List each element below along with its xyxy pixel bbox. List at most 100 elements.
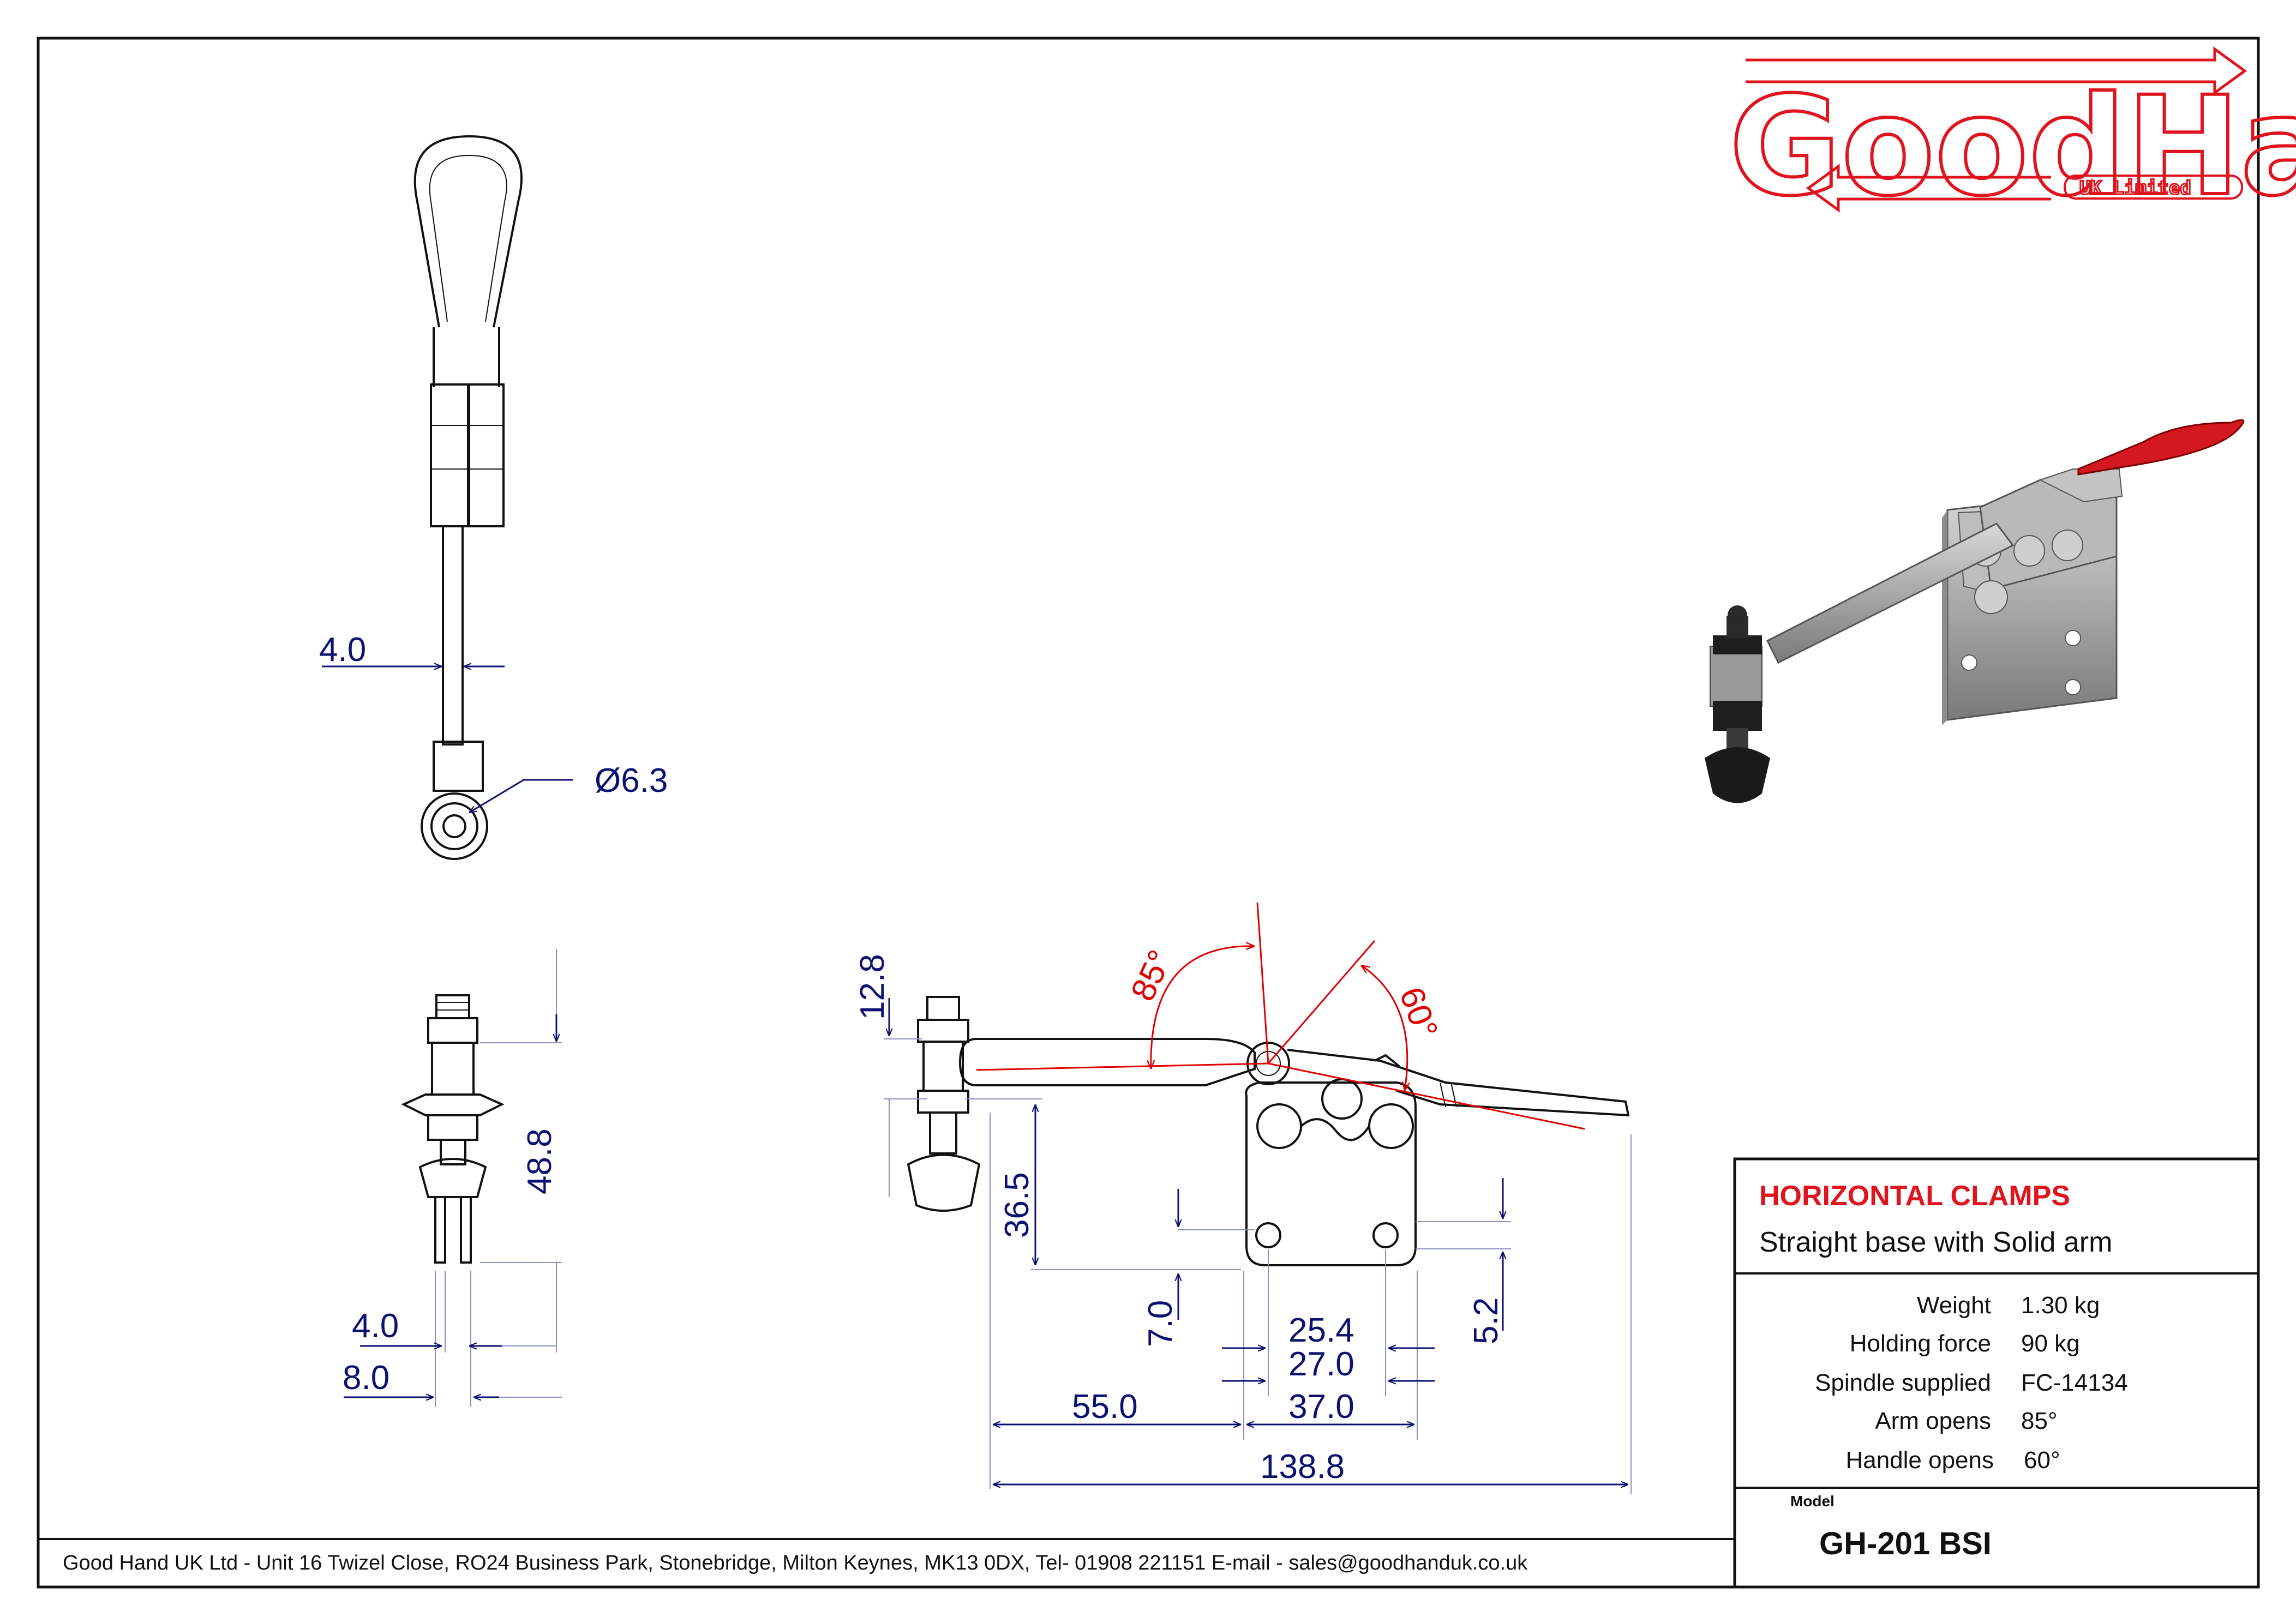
title-block-frame	[1733, 1157, 2260, 1589]
dim-base-width: 37.0	[1288, 1388, 1354, 1426]
side-elevation: 85° 60° 12.8 36.5 7.0 5.2	[854, 902, 1632, 1494]
render-bottom-nut	[1713, 701, 1762, 731]
elev-spindle-body	[922, 1041, 964, 1092]
spindle-leg-right	[460, 1196, 472, 1264]
render-red-handle	[2077, 419, 2245, 476]
elev-spindle-rod	[929, 1111, 957, 1155]
angle-handle-baseline	[1268, 1062, 1585, 1130]
elev-nut-bottom	[917, 1090, 969, 1114]
front-arm	[442, 525, 464, 746]
elev-mount-hole-left	[1255, 1222, 1281, 1248]
spindle-side-view: 48.8 4.0 8.0	[343, 949, 562, 1407]
dim-spindle-height: 12.8	[854, 954, 891, 1020]
title-description: Straight base with Solid arm	[1759, 1227, 2112, 1258]
spec-label-spindle: Spindle supplied	[1815, 1369, 1991, 1396]
spec-label-holding-force: Holding force	[1850, 1330, 1991, 1357]
render-handle-link	[2039, 468, 2123, 503]
elev-pivot-link	[1321, 1078, 1363, 1120]
render-top-nut	[1713, 635, 1762, 654]
render-rubber-tip	[1705, 747, 1770, 803]
elev-base-plate	[1245, 1081, 1417, 1266]
render-arm	[1766, 522, 2015, 664]
spec-label-handle-opens: Handle opens	[1845, 1447, 1994, 1474]
render-pivot-2	[2013, 535, 2045, 567]
front-arm-fork	[433, 741, 484, 792]
spec-value-arm-opens: 85°	[2021, 1408, 2058, 1434]
title-category: HORIZONTAL CLAMPS	[1759, 1180, 2070, 1212]
elev-pivot-base-right	[1368, 1103, 1414, 1149]
spindle-leg-left	[434, 1196, 446, 1264]
dim-hole-offset: 5.2	[1467, 1297, 1505, 1344]
render-body	[1979, 479, 2118, 590]
spindle-nut-top	[427, 1017, 478, 1044]
dim-spindle-width-b: 8.0	[343, 1359, 389, 1397]
render-spindle-sleeve	[1710, 646, 1763, 707]
front-handle-inner	[429, 154, 507, 322]
spec-value-spindle: FC-14134	[2021, 1369, 2128, 1396]
dim-hole-spacing-inner: 25.4	[1288, 1312, 1354, 1349]
spindle-tip	[418, 1158, 487, 1198]
spec-value-handle-opens: 60°	[2024, 1447, 2060, 1474]
render-spindle-cap	[1728, 605, 1747, 625]
spindle-body	[431, 1042, 475, 1096]
render-mount-hole-2	[2065, 679, 2081, 695]
logo-subtitle: UK Limited	[2079, 177, 2191, 199]
sheet-border	[37, 37, 2260, 1589]
title-block: HORIZONTAL CLAMPS Straight base with Sol…	[1733, 1157, 2260, 1589]
render-pivot-4	[1974, 580, 2008, 614]
front-pivot-mid	[430, 802, 478, 850]
dim-spindle-length: 48.8	[521, 1128, 559, 1194]
elev-handle-grip-start	[1440, 1082, 1457, 1108]
dim-spindle-width-a: 4.0	[352, 1307, 399, 1345]
elev-nut-top	[917, 1019, 969, 1043]
angle-arm-open-line	[1256, 902, 1269, 1064]
dim-overall-length: 138.8	[1260, 1448, 1345, 1486]
spindle-flange	[401, 1093, 505, 1116]
angle-handle-label: 60°	[1392, 982, 1445, 1043]
angle-arm-arc	[1151, 946, 1255, 1069]
front-pivot-outer	[421, 792, 488, 860]
spec-value-weight: 1.30 kg	[2021, 1292, 2100, 1319]
front-view: 4.0 Ø6.3	[319, 135, 668, 860]
logo-arrow-right	[1746, 46, 2247, 95]
front-handle-loop	[413, 135, 523, 328]
dim-spindle-offset: 55.0	[1072, 1388, 1138, 1426]
render-mount-hole-3	[1961, 654, 1977, 671]
elev-mount-hole-right	[1372, 1222, 1399, 1248]
spec-label-weight: Weight	[1917, 1292, 1991, 1319]
footer-address: Good Hand UK Ltd - Unit 16 Twizel Close,…	[63, 1552, 1528, 1574]
logo-arrow-left	[1806, 164, 2051, 213]
angle-arm-baseline	[976, 1062, 1269, 1071]
dim-hole-diameter: Ø6.3	[595, 762, 668, 800]
spec-value-holding-force: 90 kg	[2021, 1330, 2080, 1357]
angle-arm-label: 85°	[1124, 945, 1179, 1007]
elev-rubber-tip	[907, 1153, 981, 1212]
leader-hole-diameter	[469, 779, 573, 813]
front-pivot-hole	[442, 814, 466, 838]
angle-handle-open-line	[1267, 940, 1376, 1064]
render-pivot-3	[2052, 530, 2083, 561]
clamp-3d-render	[1705, 419, 2245, 803]
model-number: GH-201 BSI	[1819, 1526, 1992, 1561]
render-mount-hole-1	[2065, 630, 2081, 646]
dim-base-thickness: 7.0	[1142, 1300, 1179, 1347]
dim-arm-thickness: 4.0	[319, 631, 366, 669]
front-link-right	[467, 383, 505, 527]
spindle-thread-top	[435, 994, 470, 1019]
elev-arm	[976, 1038, 1256, 1086]
angle-handle-arc	[1361, 965, 1407, 1091]
dim-base-height: 36.5	[998, 1172, 1036, 1238]
spindle-nut-bottom	[427, 1114, 478, 1141]
elev-cam-curve	[1300, 1118, 1370, 1141]
elev-pivot-base-left	[1256, 1103, 1302, 1149]
dim-hole-spacing-outer: 27.0	[1288, 1345, 1354, 1383]
elev-arm-end	[958, 1038, 977, 1086]
logo-subtitle-box	[2064, 175, 2243, 200]
spec-label-arm-opens: Arm opens	[1875, 1408, 1991, 1434]
model-label: Model	[1790, 1493, 1835, 1510]
render-base-edge	[1942, 510, 1947, 725]
front-link-left	[430, 383, 470, 527]
